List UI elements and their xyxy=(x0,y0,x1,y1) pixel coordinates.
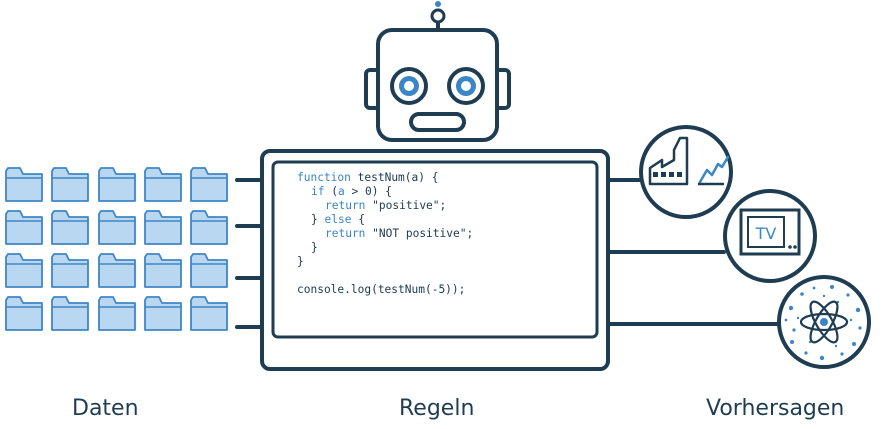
factory-chart-icon xyxy=(639,125,733,219)
particle-dot xyxy=(822,294,826,298)
tv-icon: TV xyxy=(723,189,817,283)
code-line-6: } xyxy=(311,241,318,254)
code-line-2: if (a > 0) { xyxy=(311,185,392,198)
atom-particle-dots xyxy=(784,285,862,361)
code-line-5: return "NOT positive"; xyxy=(325,227,473,240)
particle-dot xyxy=(804,351,808,355)
code-line-4: } else { xyxy=(311,213,365,226)
folder-icon xyxy=(51,167,89,202)
folder-icon xyxy=(190,210,228,245)
robot-left-eye xyxy=(390,67,428,105)
particle-dot xyxy=(819,355,825,361)
folder-icon xyxy=(51,253,89,288)
tv-label: TV xyxy=(755,224,777,243)
code-monitor: function testNum(a) { if (a > 0) { retur… xyxy=(260,149,610,371)
folder-icon xyxy=(98,296,136,331)
code-line-1: function testNum(a) { xyxy=(297,171,438,184)
folder-icon xyxy=(98,210,136,245)
output-connectors xyxy=(605,178,781,326)
atom-icon xyxy=(777,275,871,369)
code-line-8: console.log(testNum(-5)); xyxy=(297,283,465,296)
input-connectors xyxy=(235,178,264,329)
particle-dot xyxy=(830,285,834,289)
caption-daten: Daten xyxy=(72,396,139,421)
particle-dot xyxy=(784,318,788,322)
robot-right-eye xyxy=(447,67,485,105)
folder-icon xyxy=(5,167,43,202)
particle-dot xyxy=(849,318,853,322)
folder-icon xyxy=(98,253,136,288)
particle-dot xyxy=(852,342,856,346)
particle-dot xyxy=(846,293,850,297)
folder-icon xyxy=(144,167,182,202)
particle-dot xyxy=(790,340,794,344)
folder-icon xyxy=(190,253,228,288)
particle-dot xyxy=(788,305,794,311)
folder-icon xyxy=(144,296,182,331)
code-line-3: return "positive"; xyxy=(325,199,446,212)
code-line-7: } xyxy=(297,255,304,268)
particle-dot xyxy=(812,286,816,290)
particle-dot xyxy=(792,328,796,332)
folder-icon xyxy=(98,167,136,202)
code-block: function testNum(a) { if (a > 0) { retur… xyxy=(297,171,473,296)
caption-vorhersagen: Vorhersagen xyxy=(706,396,845,421)
folder-icon xyxy=(5,253,43,288)
folder-icon xyxy=(144,210,182,245)
particle-dot xyxy=(858,326,862,330)
folder-icon xyxy=(190,167,228,202)
folder-icon xyxy=(5,210,43,245)
particle-dot xyxy=(800,292,804,296)
robot-icon xyxy=(364,1,511,142)
data-folders-grid xyxy=(5,167,228,331)
particle-dot xyxy=(855,307,861,313)
caption-regeln: Regeln xyxy=(399,396,475,421)
folder-icon xyxy=(51,296,89,331)
particle-dot xyxy=(834,344,838,348)
folder-icon xyxy=(190,296,228,331)
particle-dot xyxy=(840,352,844,356)
folder-icon xyxy=(5,296,43,331)
folder-icon xyxy=(144,253,182,288)
folder-icon xyxy=(51,210,89,245)
particle-dot xyxy=(796,316,800,320)
